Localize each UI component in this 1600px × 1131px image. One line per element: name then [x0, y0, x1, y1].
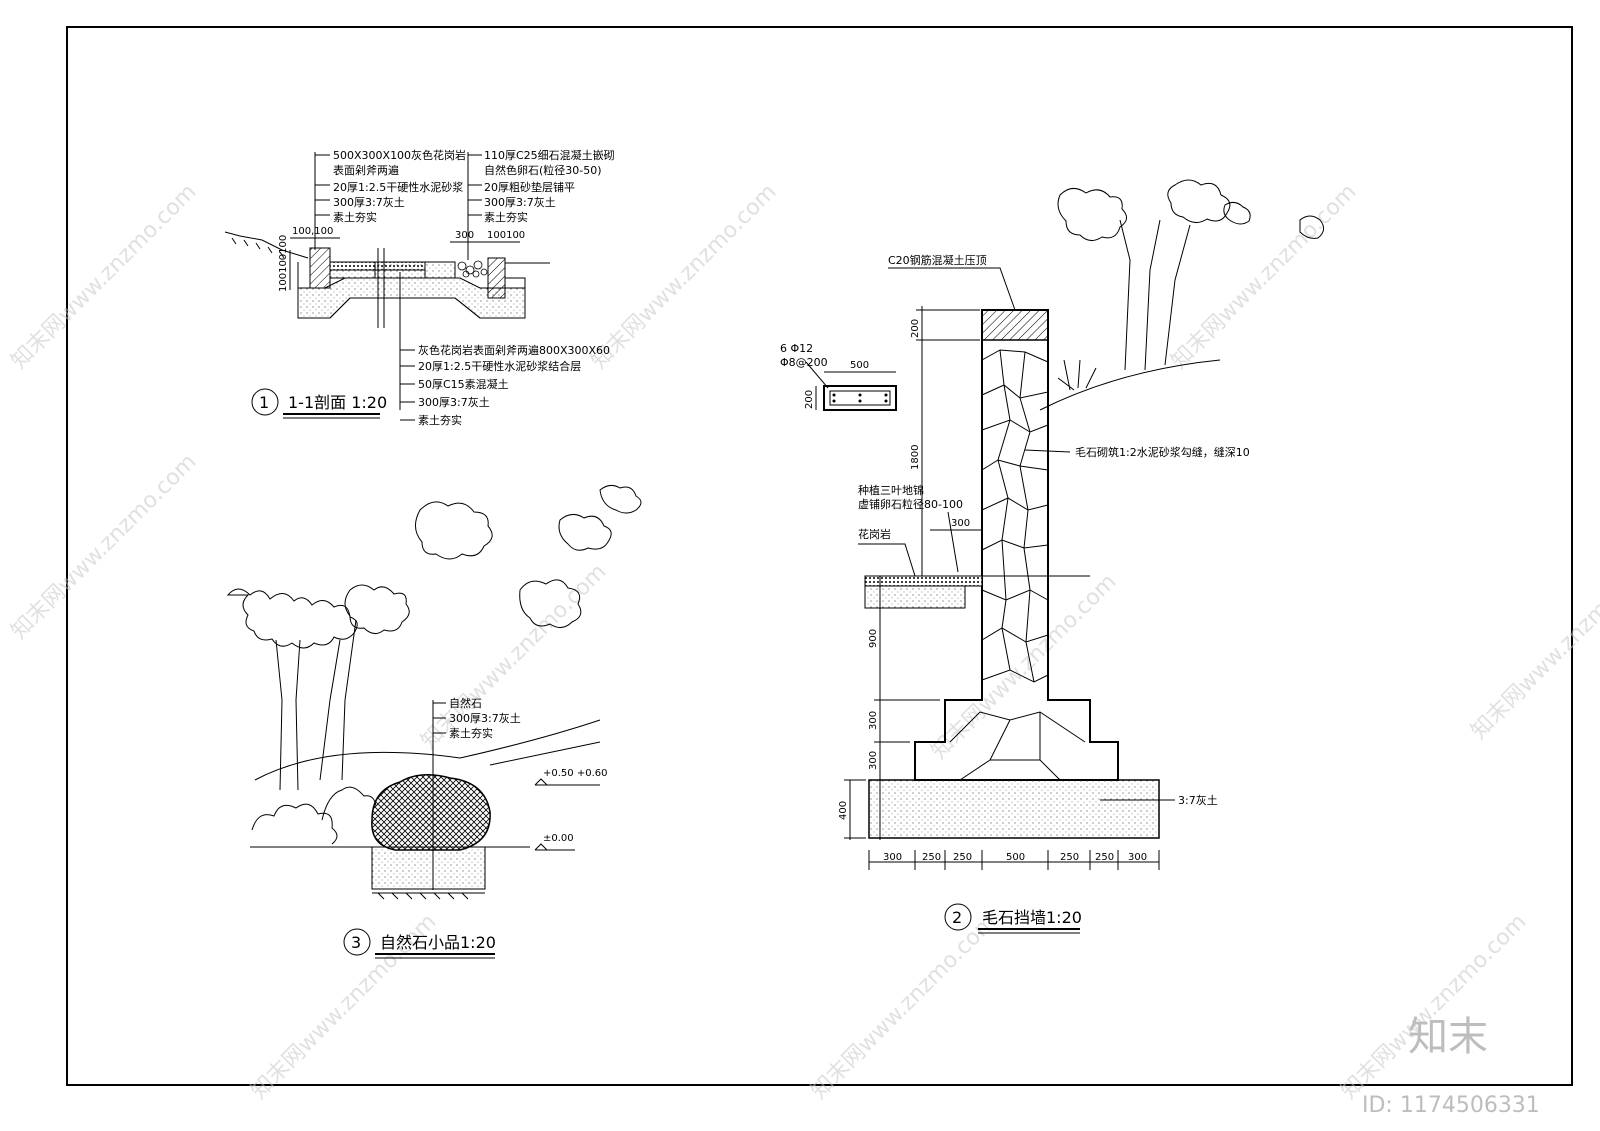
rock-foundation	[371, 846, 486, 890]
plant-label-1: 种植三叶地锦	[858, 483, 924, 497]
d3-elev-2: ±0.00	[543, 833, 574, 844]
d3-elev-1: +0.50 +0.60	[543, 768, 607, 779]
watermark: 知末网www.znzmo.com	[1167, 179, 1362, 374]
ledge-dim: 300	[951, 518, 970, 529]
d1-label-bottom-1: 灰色花岗岩表面剁斧两遍800X300X60	[418, 343, 610, 357]
hdim-7: 300	[1128, 852, 1147, 863]
vdim-wall: 1800	[910, 445, 921, 470]
detail-3-number: 3	[351, 933, 361, 952]
watermark: 知末网www.znzmo.com	[807, 909, 1002, 1104]
beam-section	[823, 385, 897, 411]
d1-label-bottom-5: 素土夯实	[418, 413, 462, 427]
granite-label: 花岗岩	[858, 527, 891, 541]
d1-label-bottom-2: 20厚1:2.5干硬性水泥砂浆结合层	[418, 359, 581, 373]
rebar-stirrup: Φ8@200	[780, 356, 828, 369]
detail-2-wall: 500 200 6 Φ12 Φ8@200 C20钢筋混凝土压顶 毛石砌筑1:2水…	[780, 179, 1324, 934]
sheet-frame	[66, 26, 1573, 1086]
hdim-1: 300	[883, 852, 902, 863]
detail-2-title: 毛石挡墙1:20	[982, 908, 1082, 927]
vdim-step2: 300	[868, 751, 879, 770]
vdim-cap: 200	[910, 319, 921, 338]
vdim-foundation: 400	[838, 801, 849, 820]
natural-stone	[371, 774, 491, 851]
detail-3-number-circle	[343, 928, 371, 956]
detail-2-number: 2	[952, 908, 962, 927]
d1-label-bottom-3: 50厚C15素混凝土	[418, 377, 509, 391]
watermark: 知末网www.znzmo.com	[7, 179, 202, 374]
detail-3-rock: 自然石 300厚3:7灰土 素土夯实 +0.50 +0.60 ±0.00 3 自…	[226, 484, 642, 959]
cap-label: C20钢筋混凝土压顶	[888, 253, 987, 267]
watermark: 知末网www.znzmo.com	[1337, 909, 1532, 1104]
detail-2-number-circle	[944, 903, 972, 931]
brand-logo: 知末	[1408, 1014, 1488, 1060]
detail-3-title: 自然石小品1:20	[380, 933, 496, 952]
hdim-2: 250	[922, 852, 941, 863]
d1-label-right-1: 110厚C25细石混凝土嵌砌	[484, 148, 615, 162]
watermark: 知末网www.znzmo.com	[1467, 549, 1600, 744]
dim-top-left: 100,100	[292, 226, 333, 237]
rebar-main: 6 Φ12	[780, 342, 813, 355]
detail-1-section: 100,100 300 100100 100100100 500X300X100…	[224, 148, 615, 427]
rubble-stones	[949, 349, 1086, 781]
hdim-5: 250	[1060, 852, 1079, 863]
vdim-step1: 300	[868, 711, 879, 730]
dim-top-right-a: 300	[455, 230, 474, 241]
id-text: ID: 1174506331	[1362, 1093, 1540, 1118]
vdim-lower: 900	[868, 629, 879, 648]
hdim-6: 250	[1095, 852, 1114, 863]
detail-1-title: 1-1剖面 1:20	[288, 393, 387, 412]
d3-label-3: 素土夯实	[449, 726, 493, 740]
watermark: 知末网www.znzmo.com	[587, 179, 782, 374]
watermark: 知末网www.znzmo.com	[417, 559, 612, 754]
detail-1-number: 1	[259, 393, 269, 412]
hdim-4: 500	[1006, 852, 1025, 863]
d1-label-right-2: 自然色卵石(粒径30-50)	[484, 163, 602, 177]
plant-label-2: 虚铺卵石粒径80-100	[858, 497, 963, 511]
d1-label-bottom-4: 300厚3:7灰土	[418, 395, 490, 409]
d3-label-1: 自然石	[449, 696, 482, 710]
d1-label-left-3: 20厚1:2.5干硬性水泥砂浆	[333, 180, 463, 194]
detail-1-number-circle	[251, 388, 279, 416]
watermark-layer: 知末网www.znzmo.com 知末网www.znzmo.com 知末网www…	[7, 179, 1600, 1104]
hdim-3: 250	[953, 852, 972, 863]
watermark: 知末网www.znzmo.com	[7, 449, 202, 644]
d1-label-left-5: 素土夯实	[333, 210, 377, 224]
wall-cap	[981, 309, 1049, 341]
wall-material-label: 毛石砌筑1:2水泥砂浆勾缝，缝深10	[1075, 445, 1250, 459]
beam-width: 500	[850, 360, 869, 371]
beam-height: 200	[804, 390, 815, 409]
d1-label-right-4: 300厚3:7灰土	[484, 195, 556, 209]
d1-label-right-3: 20厚粗砂垫层铺平	[484, 180, 575, 194]
d1-label-left-2: 表面剁斧两遍	[333, 163, 399, 177]
d3-label-2: 300厚3:7灰土	[449, 711, 521, 725]
d1-label-left-4: 300厚3:7灰土	[333, 195, 405, 209]
d1-label-right-5: 素土夯实	[484, 210, 528, 224]
lime-soil-foundation	[868, 779, 1160, 839]
foundation-label: 3:7灰土	[1178, 793, 1218, 807]
d1-label-left-1: 500X300X100灰色花岗岩	[333, 148, 466, 162]
dim-top-right-b: 100100	[487, 230, 525, 241]
dim-side: 100100100	[278, 235, 289, 292]
